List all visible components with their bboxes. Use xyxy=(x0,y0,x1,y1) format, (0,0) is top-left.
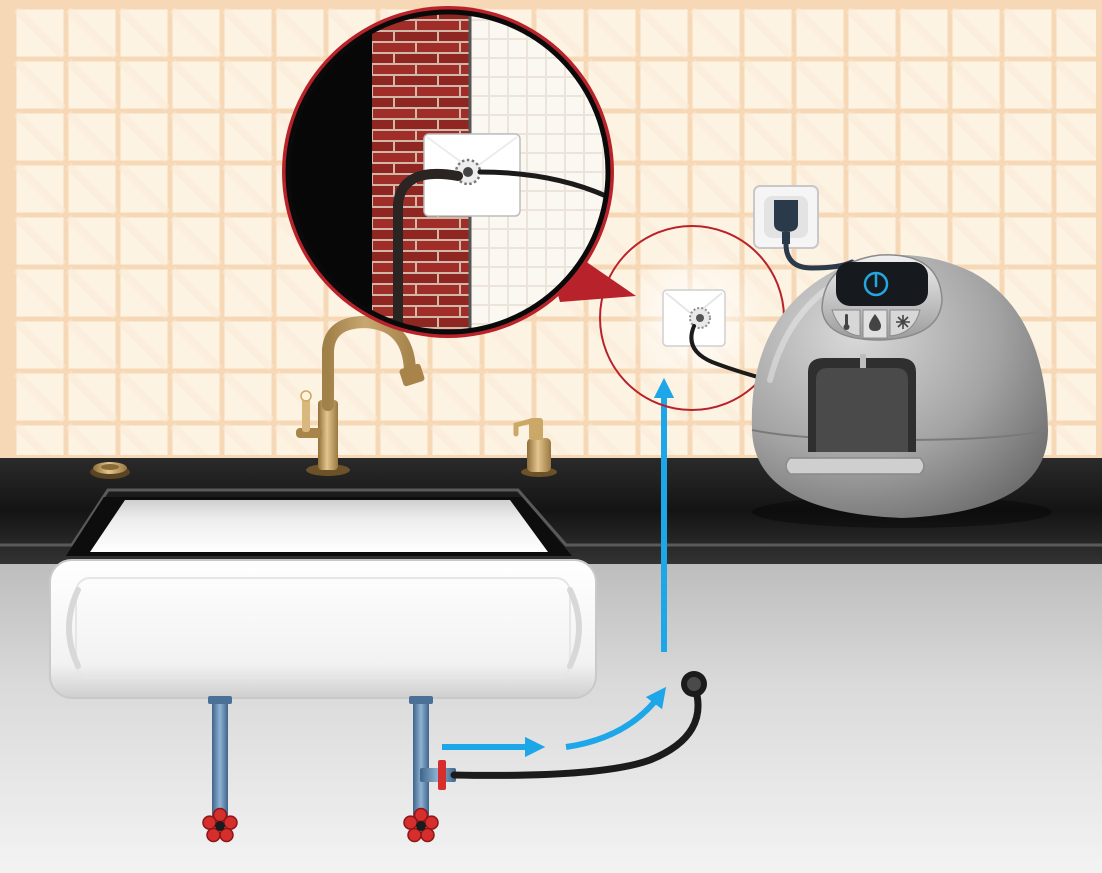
dispenser-buttons xyxy=(831,309,921,339)
valve-wheel-right[interactable] xyxy=(403,807,439,843)
soap-dispenser xyxy=(513,418,557,477)
farmhouse-sink xyxy=(49,497,597,699)
power-icon[interactable] xyxy=(863,271,889,297)
thermometer-icon[interactable] xyxy=(843,314,850,330)
electric-socket xyxy=(753,185,819,249)
callout-hose-inside-wall xyxy=(393,168,463,332)
t-connector xyxy=(420,760,456,790)
snowflake-icon[interactable] xyxy=(896,315,910,329)
drip-tray xyxy=(785,457,925,475)
valve-wheel-left[interactable] xyxy=(202,807,238,843)
water-dispenser xyxy=(751,254,1052,528)
left-supply-pipe xyxy=(202,696,238,843)
hose-wall-exit xyxy=(681,671,707,697)
water-drop-icon[interactable] xyxy=(869,314,881,331)
brass-faucet xyxy=(296,315,425,476)
right-supply-pipe xyxy=(403,696,456,843)
air-gap-cap xyxy=(90,462,130,479)
water-supply-hose xyxy=(450,680,702,779)
callout-wall-outlet xyxy=(423,133,521,217)
callout-hose-to-dispenser xyxy=(477,169,608,199)
wall-water-outlet xyxy=(662,289,726,347)
water-flow-arrows xyxy=(442,377,675,758)
flow-arrow-curve xyxy=(565,686,667,750)
